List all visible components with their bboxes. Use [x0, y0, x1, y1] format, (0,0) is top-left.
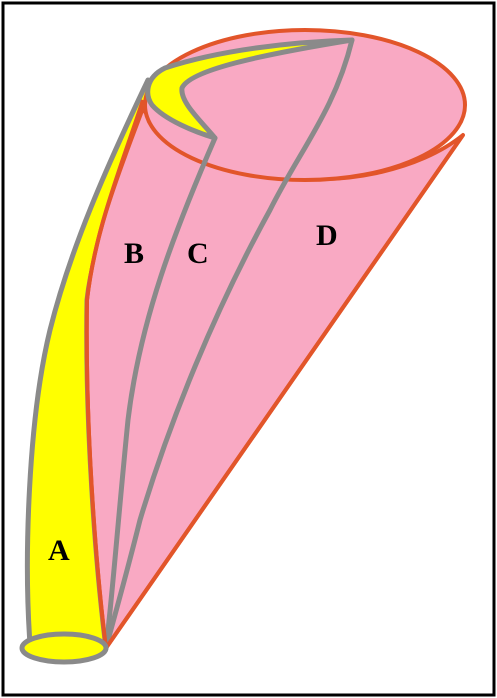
cone-top-opening — [145, 30, 465, 180]
label-c: C — [187, 237, 209, 270]
cone-bottom-opening — [22, 634, 106, 662]
label-a: A — [48, 534, 70, 567]
label-b: B — [124, 237, 144, 270]
label-d: D — [316, 219, 338, 252]
